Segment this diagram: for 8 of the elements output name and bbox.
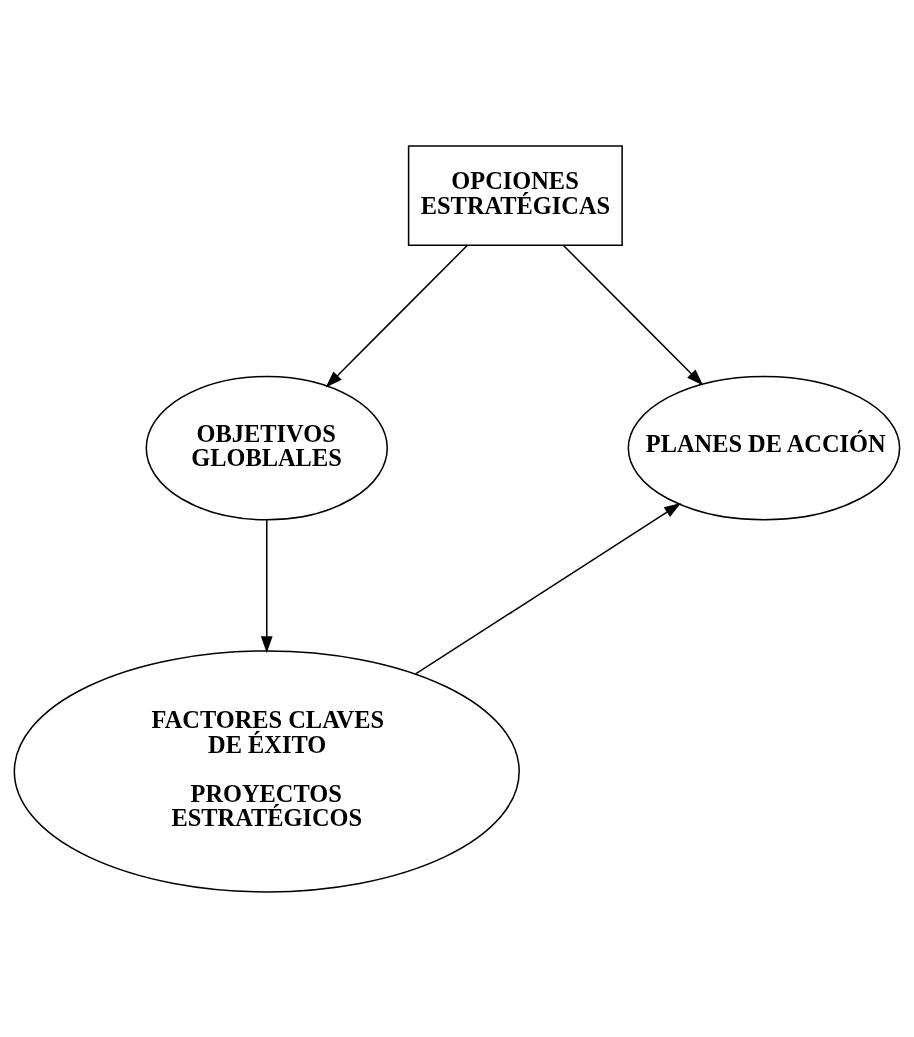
node-ellipse: FACTORES CLAVES DE ÉXITO PROYECTOS ESTRATÉGICOS — [13, 649, 520, 893]
node-box: OPCIONES ESTRATÉGICAS — [407, 144, 623, 246]
arrow — [562, 244, 704, 386]
node-ellipse: OBJETIVOS GLOBLALES — [145, 375, 388, 521]
node-ellipse: PLANES DE ACCIÓN — [627, 375, 901, 521]
arrow — [414, 502, 681, 675]
arrow — [260, 518, 273, 653]
arrow — [325, 244, 469, 387]
